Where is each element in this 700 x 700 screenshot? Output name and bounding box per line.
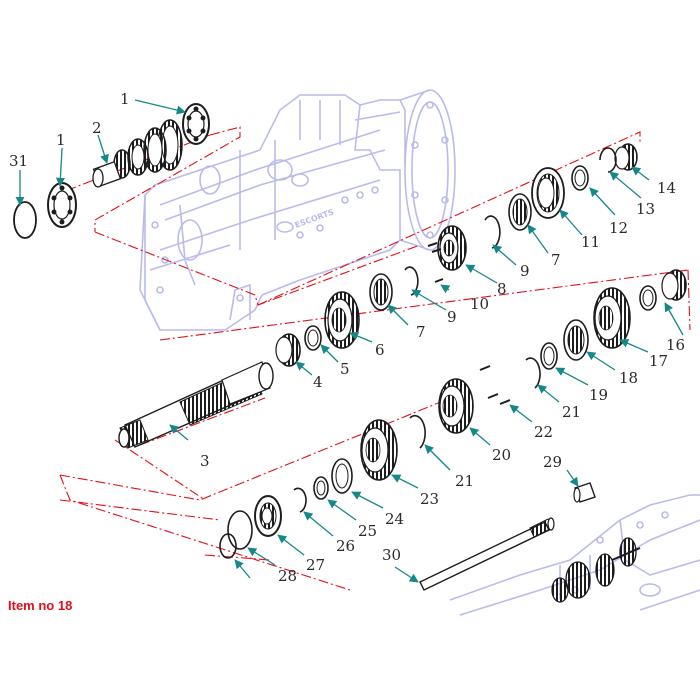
part-23-gear [360,419,398,481]
callout-12: 12 [609,219,628,237]
callout-13: 13 [636,200,655,218]
callout-22: 22 [534,423,553,441]
callout-23: 23 [420,490,439,508]
callout-5: 5 [340,360,350,378]
callout-21b: 21 [455,472,474,490]
part-2-gear-shaft [92,119,183,188]
part-13-circlip [599,147,617,173]
part-ring-lower-left [227,510,253,550]
part-10-pins [427,242,444,283]
part-washer-right [639,285,657,311]
callout-7a: 7 [416,323,426,341]
housing-brand-plate: ESCORTS [276,207,336,233]
part-1-bearing-top [182,103,210,145]
housing-brand-text: ESCORTS [294,207,336,230]
part-19-washer [540,342,558,370]
part-9-snap-ring-lower [404,266,419,296]
part-30-long-shaft [419,517,555,591]
part-25-washer [313,476,329,500]
callout-26: 26 [336,537,355,555]
leader-arrows [15,99,684,583]
callout-2: 2 [92,119,102,137]
callout-19: 19 [589,386,608,404]
callout-1a: 1 [120,90,130,108]
part-22-pins [479,365,511,405]
callout-4: 4 [313,373,323,391]
item-caption: Item no 18 [8,598,73,613]
bottom-right-gearset [551,537,641,603]
callout-20: 20 [492,446,511,464]
callout-27: 27 [306,556,325,574]
part-6-gear [324,291,360,349]
part-8-synchro-hub-upper [437,225,467,271]
part-14-needle-bearing [614,143,638,171]
part-12-washer [571,165,589,191]
callout-9b: 9 [520,262,530,280]
part-11-synchro-ring [531,167,565,219]
part-26-circlip [293,487,307,513]
callout-31: 31 [9,152,28,170]
callout-16: 16 [666,336,685,354]
callout-8: 8 [497,280,507,298]
part-29-bush [573,482,596,503]
callout-24: 24 [385,510,404,528]
part-21-snap-ring-upper [525,357,541,389]
part-9-snap-ring-upper [484,215,501,249]
part-21-snap-ring-lower [409,415,426,449]
part-28-snap-ring [219,533,237,559]
part-7-synchro-ring-lower [369,273,393,311]
part-27-bearing [254,495,282,537]
part-7-synchro-ring-upper [508,193,532,231]
part-17-gear [593,287,631,349]
part-20-synchro-hub [438,378,474,434]
callout-30: 30 [382,546,401,564]
callout-29: 29 [543,453,562,471]
part-24-washer [331,458,353,494]
callout-7b: 7 [551,251,561,269]
callout-6: 6 [375,341,385,359]
part-1-bearing-left [47,182,77,228]
callout-28: 28 [278,567,297,585]
callout-labels: 1 1 2 3 4 5 6 7 7 8 9 9 10 11 12 13 14 1… [9,90,685,585]
callout-11: 11 [581,233,600,251]
callout-25: 25 [358,522,377,540]
callout-9a: 9 [447,308,457,326]
callout-1b: 1 [56,131,66,149]
part-5-washer [304,325,322,351]
callout-17: 17 [649,352,668,370]
callout-14: 14 [657,179,676,197]
callout-3: 3 [200,452,210,470]
part-31-snap-ring [13,201,37,239]
part-4-needle-bearing [275,333,301,367]
callout-10: 10 [470,295,489,313]
dashed-boundaries [54,126,691,591]
part-18-synchro-ring [563,319,589,361]
part-3-main-shaft [118,361,274,449]
callout-21a: 21 [562,403,581,421]
part-16-needle-bearing [661,269,687,301]
callout-18: 18 [619,369,638,387]
transmission-housing-top [139,89,456,331]
